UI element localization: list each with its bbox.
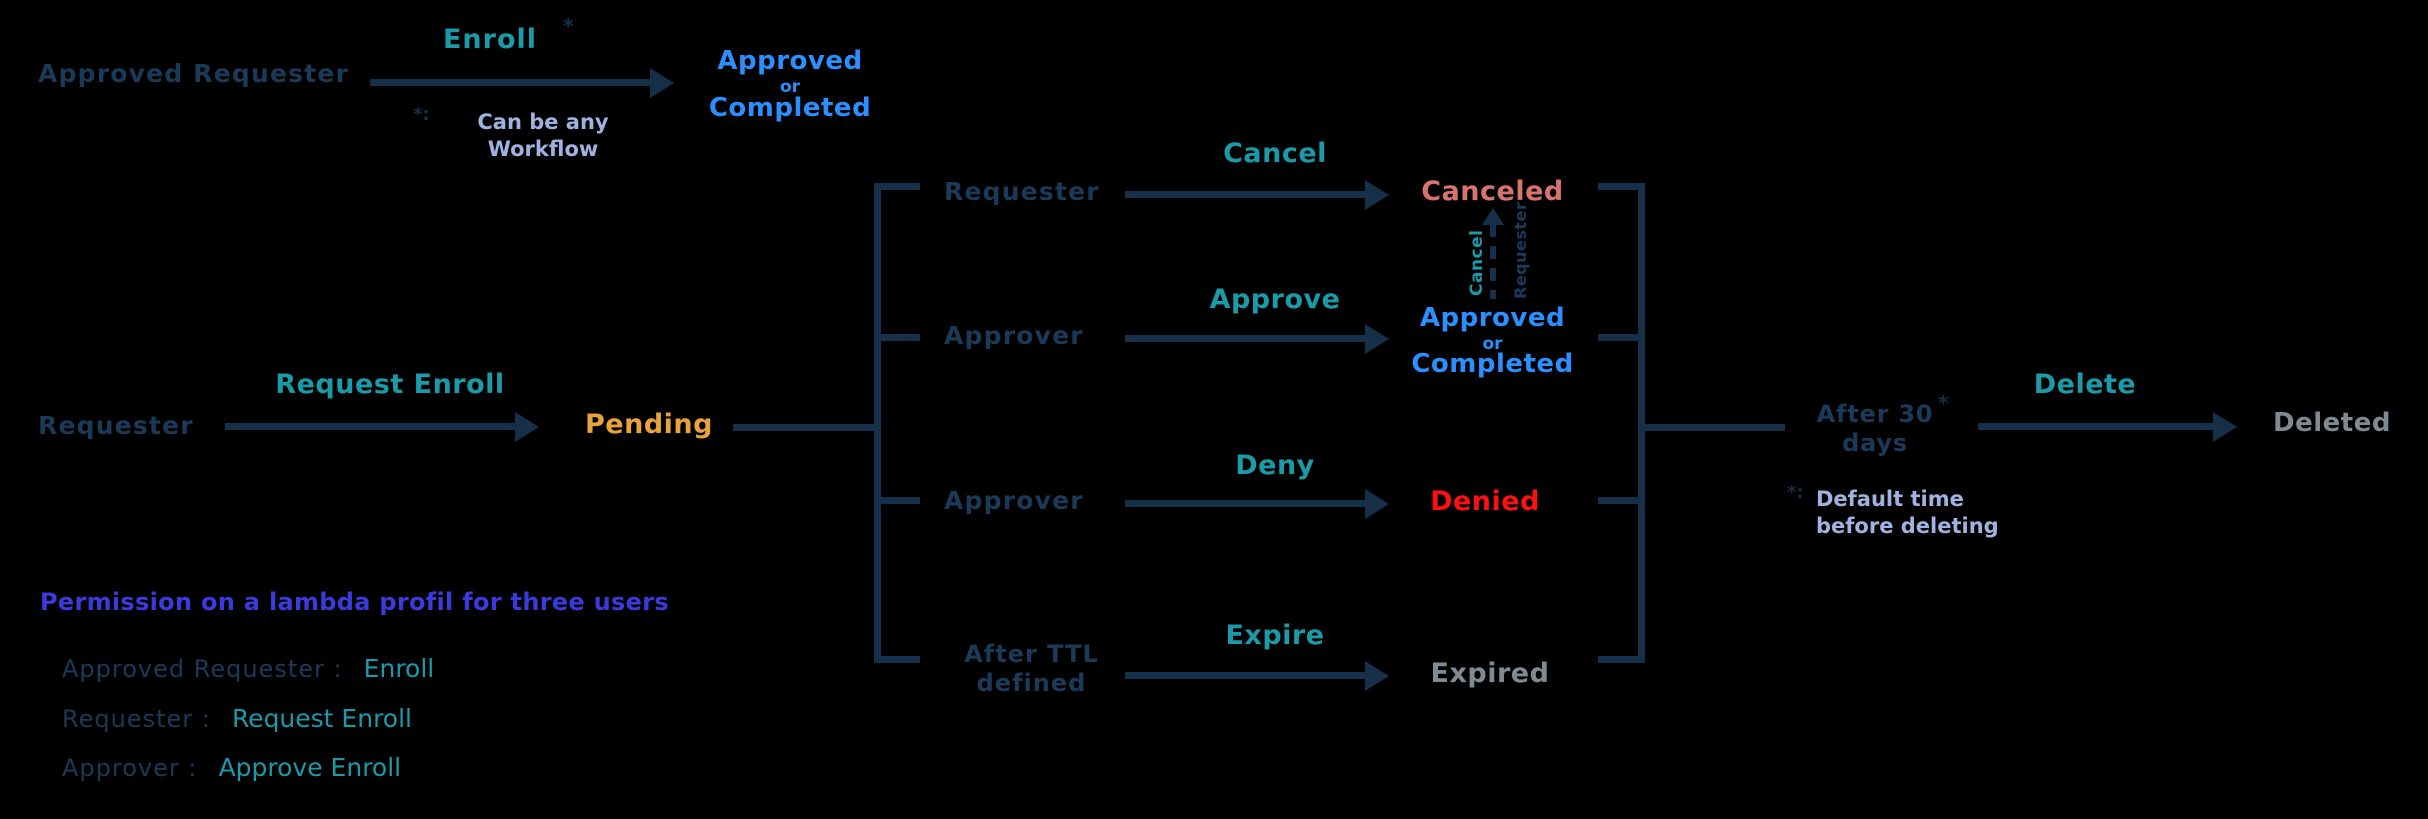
main-flow-state-pending: Pending — [585, 409, 713, 440]
legend-permission-2: Approve Enroll — [218, 753, 402, 782]
top-flow-note-marker: *: — [413, 104, 430, 125]
branch-2-result-conj: or — [1482, 334, 1503, 354]
cancel-loop-arrow-head — [1482, 208, 1504, 225]
branch-2-result-line2: Completed — [1411, 349, 1574, 379]
branch-1-result-canceled: Canceled — [1421, 176, 1564, 207]
branch-3-actor-label: Approver — [944, 486, 1084, 515]
legend-role-1: Requester : — [62, 705, 211, 733]
top-flow-state-line1: Approved — [717, 46, 863, 76]
branch-4-result-expired: Expired — [1430, 658, 1550, 689]
legend-permission-0: Enroll — [363, 654, 435, 683]
delete-note-marker: *: — [1787, 482, 1804, 503]
branch-2-arrow-head — [1365, 324, 1389, 354]
top-flow-arrow-line — [370, 79, 655, 86]
cancel-loop-actor-label: Requester — [1511, 201, 1530, 299]
left-bracket-stub-4 — [874, 656, 920, 663]
cancel-loop-action-label: Cancel — [1467, 229, 1487, 296]
top-flow-arrow-head — [650, 68, 674, 98]
branch-3-arrow-head — [1365, 489, 1389, 519]
cancel-loop-dashed-line — [1490, 224, 1496, 299]
delete-action-label: Delete — [2033, 369, 2137, 400]
main-flow-arrow-line — [225, 423, 520, 430]
delete-state-deleted: Deleted — [2273, 408, 2391, 438]
top-flow-state-line2: Completed — [708, 93, 872, 123]
delete-condition-asterisk: * — [1938, 391, 1949, 415]
top-flow-note-line1: Can be any — [477, 110, 609, 134]
branch-4-arrow-head — [1365, 661, 1389, 691]
right-bracket-stub-4 — [1598, 656, 1645, 663]
delete-note-line2: before deleting — [1816, 514, 1999, 538]
bracket-to-delete-line — [1645, 424, 1785, 431]
branch-4-actor-line1: After TTL — [964, 640, 1099, 668]
branch-4-action-label: Expire — [1225, 620, 1325, 651]
legend-row: Approver : Approve Enroll — [62, 753, 402, 783]
branch-2-arrow-line — [1125, 335, 1370, 342]
legend-role-2: Approver : — [62, 754, 198, 782]
legend-row: Approved Requester : Enroll — [62, 654, 435, 684]
delete-condition-line1: After 30 — [1816, 400, 1934, 428]
top-flow-action-label: Enroll — [442, 24, 538, 55]
branch-1-arrow-line — [1125, 191, 1370, 198]
left-bracket-stub-3 — [874, 497, 920, 504]
left-bracket-spine — [874, 183, 881, 663]
legend-role-0: Approved Requester : — [62, 655, 343, 683]
delete-arrow-line — [1978, 423, 2218, 430]
legend-row: Requester : Request Enroll — [62, 704, 412, 734]
branch-4-arrow-line — [1125, 672, 1370, 679]
legend-heading: Permission on a lambda profil for three … — [40, 588, 669, 616]
branch-4-actor-line2: defined — [976, 669, 1087, 697]
left-bracket-stub-2 — [874, 334, 920, 341]
branch-2-actor-label: Approver — [944, 321, 1084, 350]
main-flow-actor-label: Requester — [38, 411, 194, 440]
top-flow-note-line2: Workflow — [487, 137, 599, 161]
branch-3-result-denied: Denied — [1430, 486, 1540, 517]
branch-1-arrow-head — [1365, 180, 1389, 210]
right-bracket-spine — [1638, 183, 1645, 663]
top-flow-action-asterisk: * — [563, 14, 574, 38]
main-flow-action-label: Request Enroll — [275, 369, 505, 400]
delete-condition-line2: days — [1842, 429, 1908, 457]
right-bracket-stub-3 — [1598, 497, 1645, 504]
branch-2-result-line1: Approved — [1419, 303, 1566, 333]
top-flow-state-conj: or — [779, 77, 801, 97]
right-bracket-stub-1 — [1598, 183, 1645, 190]
main-flow-arrow-head — [515, 412, 539, 442]
branch-3-arrow-line — [1125, 500, 1370, 507]
pending-to-bracket-line — [733, 424, 881, 431]
branch-1-action-label: Cancel — [1223, 138, 1327, 169]
top-flow-actor-label: Approved Requester — [38, 59, 350, 88]
branch-1-actor-label: Requester — [944, 177, 1100, 206]
delete-note-line1: Default time — [1816, 487, 1964, 511]
branch-2-action-label: Approve — [1209, 284, 1341, 315]
branch-3-action-label: Deny — [1235, 450, 1315, 481]
left-bracket-stub-1 — [874, 183, 920, 190]
legend-permission-1: Request Enroll — [231, 704, 412, 733]
delete-arrow-head — [2213, 412, 2237, 442]
right-bracket-stub-2 — [1598, 334, 1645, 341]
